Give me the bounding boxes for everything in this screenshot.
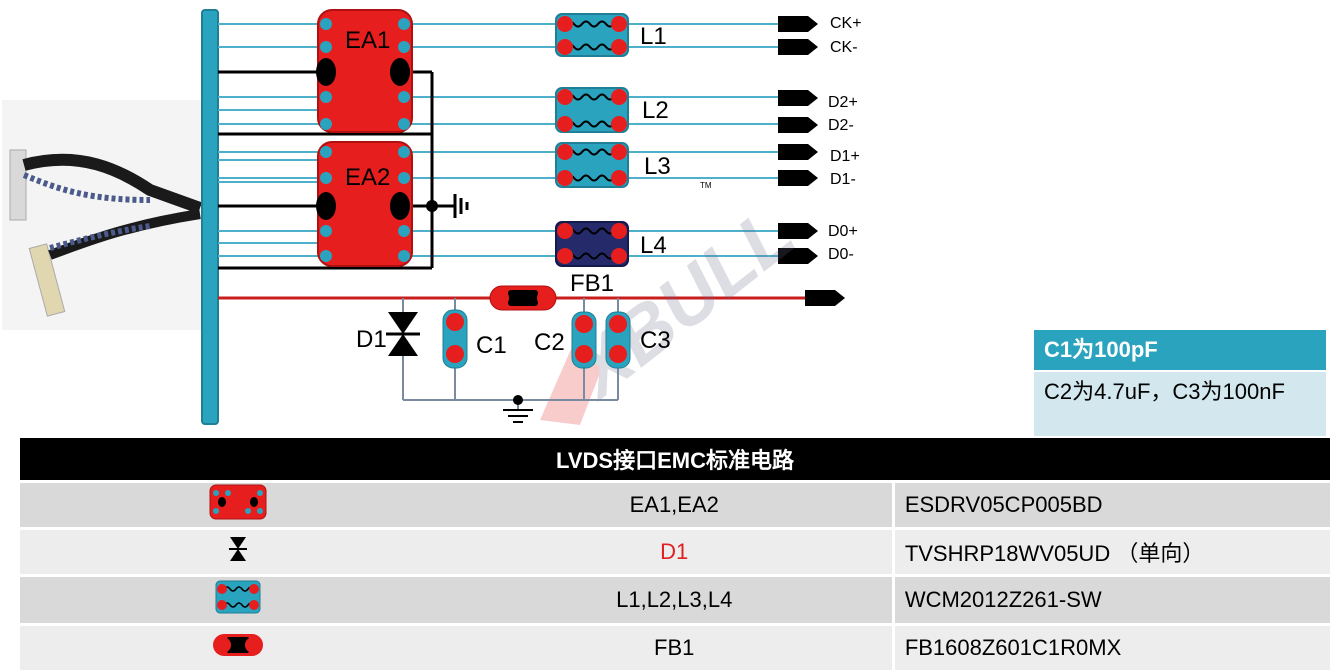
ea1-label: EA1 <box>345 27 390 54</box>
d1-label: D1 <box>356 326 387 353</box>
bom-table: LVDS接口EMC标准电路 EA1,EA2 ESDRV05CP005BD <box>20 438 1330 670</box>
capacitor-c2 <box>571 311 597 369</box>
signal-d0-minus: D0- <box>828 246 854 263</box>
choke-l3 <box>555 142 629 188</box>
capacitor-c3 <box>605 311 631 369</box>
ea2-label: EA2 <box>345 164 390 191</box>
esd-array-ea1 <box>316 9 413 133</box>
bom-table-header: LVDS接口EMC标准电路 <box>20 438 1330 482</box>
ground-symbol-icon <box>503 395 533 423</box>
esd-array-ea2 <box>316 141 413 267</box>
trademark-mark: TM <box>700 181 712 190</box>
signal-d2-plus: D2+ <box>828 94 858 111</box>
esd-array-icon <box>20 480 457 529</box>
bom-name: FB1 <box>456 623 895 670</box>
table-row: FB1 FB1608Z601C1R0MX <box>20 623 1330 670</box>
tvs-diode-icon <box>20 527 457 576</box>
c3-label: C3 <box>640 327 671 354</box>
bom-table-title: LVDS接口EMC标准电路 <box>20 438 1330 482</box>
common-mode-choke-icon <box>20 574 457 625</box>
bom-name: L1,L2,L3,L4 <box>456 574 895 625</box>
bom-part: WCM2012Z261-SW <box>893 574 1330 625</box>
connector-bar <box>201 9 219 425</box>
signal-d1-minus: D1- <box>830 171 856 188</box>
bom-part: FB1608Z601C1R0MX <box>893 623 1330 670</box>
l3-label: L3 <box>644 153 671 180</box>
output-arrows <box>778 16 818 264</box>
table-row: EA1,EA2 ESDRV05CP005BD <box>20 480 1330 529</box>
l2-label: L2 <box>642 97 669 124</box>
signal-ck-plus: CK+ <box>830 15 862 32</box>
l1-label: L1 <box>640 23 667 50</box>
capacitor-note-body: C2为4.7uF，C3为100nF <box>1034 372 1326 436</box>
lvds-cable-photo <box>2 100 203 330</box>
ground-junction <box>426 200 438 212</box>
table-row: L1,L2,L3,L4 WCM2012Z261-SW <box>20 574 1330 625</box>
table-row: D1 TVSHRP18WV05UD （单向） <box>20 527 1330 576</box>
signal-d1-plus: D1+ <box>830 148 860 165</box>
ferrite-bead-icon <box>20 623 457 670</box>
signal-d0-plus: D0+ <box>828 223 858 240</box>
bom-name: D1 <box>456 527 895 576</box>
capacitor-c1 <box>442 309 468 369</box>
bom-part: TVSHRP18WV05UD （单向） <box>893 527 1330 576</box>
tvs-diode-d1 <box>386 312 420 356</box>
power-output-arrow <box>805 290 845 306</box>
signal-wires <box>218 23 780 257</box>
signal-ck-minus: CK- <box>830 39 858 56</box>
fb1-label: FB1 <box>570 270 614 297</box>
choke-l4 <box>555 221 629 267</box>
lvds-emc-schematic: EA1 EA2 L1 L2 L3 <box>2 9 862 425</box>
c1-label: C1 <box>476 332 507 359</box>
bom-part: ESDRV05CP005BD <box>893 480 1330 529</box>
l4-label: L4 <box>640 232 667 259</box>
signal-d2-minus: D2- <box>828 117 854 134</box>
ferrite-bead-fb1 <box>489 285 557 311</box>
choke-l2 <box>555 87 629 133</box>
choke-l1 <box>555 13 629 57</box>
capacitor-note-title: C1为100pF <box>1034 330 1326 370</box>
bom-name: EA1,EA2 <box>456 480 895 529</box>
c2-label: C2 <box>534 329 565 356</box>
